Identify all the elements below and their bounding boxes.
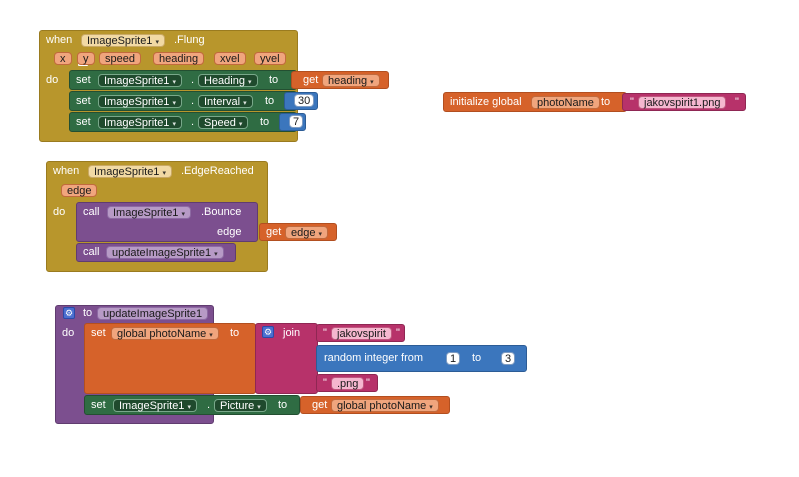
component-dropdown[interactable]: ImageSprite1▾ bbox=[107, 206, 191, 219]
dot-separator: . bbox=[191, 74, 195, 86]
random-integer-block[interactable] bbox=[316, 345, 527, 372]
chevron-down-icon: ▾ bbox=[172, 100, 176, 107]
property-dropdown[interactable]: Picture▾ bbox=[214, 399, 267, 412]
when-keyword: when bbox=[46, 34, 73, 46]
quote-close: " bbox=[366, 377, 370, 389]
procedure-dropdown[interactable]: updateImageSprite1▾ bbox=[106, 246, 224, 259]
to-keyword: to bbox=[601, 96, 611, 108]
chevron-down-icon: ▾ bbox=[247, 79, 252, 86]
set-keyword: set bbox=[91, 327, 106, 339]
param-x[interactable]: x bbox=[54, 52, 72, 65]
set-keyword: set bbox=[91, 399, 106, 411]
property-dropdown[interactable]: Interval▾ bbox=[198, 95, 253, 108]
set-keyword: set bbox=[76, 95, 91, 107]
do-keyword: do bbox=[53, 206, 66, 218]
component-dropdown[interactable]: ImageSprite1▾ bbox=[81, 34, 165, 47]
component-dropdown[interactable]: ImageSprite1▾ bbox=[98, 95, 182, 108]
quote-close: " bbox=[735, 96, 739, 108]
dot-separator: . bbox=[207, 399, 211, 411]
chevron-down-icon: ▾ bbox=[318, 231, 322, 238]
quote-close: " bbox=[396, 327, 400, 339]
component-dropdown[interactable]: ImageSprite1▾ bbox=[98, 116, 182, 129]
text-value-field[interactable]: jakovspirit bbox=[331, 327, 392, 340]
event-name: .EdgeReached bbox=[181, 165, 254, 177]
property-dropdown[interactable]: Speed▾ bbox=[198, 116, 249, 129]
call-bounce-block[interactable] bbox=[76, 202, 258, 242]
chevron-down-icon: ▾ bbox=[181, 211, 185, 218]
chevron-down-icon: ▾ bbox=[172, 79, 176, 86]
set-keyword: set bbox=[76, 116, 91, 128]
param-y[interactable]: y bbox=[77, 52, 95, 65]
chevron-down-icon: ▾ bbox=[238, 121, 243, 128]
method-name: .Bounce bbox=[201, 206, 242, 218]
variable-dropdown[interactable]: global photoName▾ bbox=[331, 399, 439, 412]
when-keyword: when bbox=[53, 165, 80, 177]
chevron-down-icon: ▾ bbox=[209, 332, 213, 339]
variable-dropdown[interactable]: edge▾ bbox=[285, 226, 328, 239]
text-value-field[interactable]: jakovspirit1.png bbox=[638, 96, 727, 109]
to-keyword: to bbox=[230, 327, 240, 339]
param-yvel[interactable]: yvel bbox=[254, 52, 286, 65]
to-keyword: to bbox=[472, 352, 482, 364]
do-keyword: do bbox=[46, 74, 59, 86]
chevron-down-icon: ▾ bbox=[214, 251, 218, 258]
global-name-field[interactable]: photoName bbox=[531, 96, 600, 109]
param-xvel[interactable]: xvel bbox=[214, 52, 246, 65]
param-speed[interactable]: speed bbox=[99, 52, 141, 65]
random-integer-label: random integer from bbox=[324, 352, 424, 364]
initialize-global-label: initialize global bbox=[450, 96, 522, 108]
variable-dropdown[interactable]: heading▾ bbox=[322, 74, 380, 87]
global-variable-dropdown[interactable]: global photoName▾ bbox=[111, 327, 219, 340]
quote-open: " bbox=[630, 96, 634, 108]
call-keyword: call bbox=[83, 206, 100, 218]
call-keyword: call bbox=[83, 246, 100, 258]
component-dropdown[interactable]: ImageSprite1▾ bbox=[88, 165, 172, 178]
chevron-down-icon: ▾ bbox=[370, 79, 374, 86]
set-keyword: set bbox=[76, 74, 91, 86]
chevron-down-icon: ▾ bbox=[155, 39, 159, 46]
random-from-field[interactable]: 1 bbox=[446, 352, 461, 365]
param-edge[interactable]: edge bbox=[61, 184, 98, 197]
chevron-down-icon: ▾ bbox=[172, 121, 176, 128]
dot-separator: . bbox=[191, 95, 195, 107]
chevron-down-icon: ▾ bbox=[429, 404, 433, 411]
chevron-down-icon: ▾ bbox=[187, 404, 191, 411]
number-field[interactable]: 30 bbox=[294, 94, 315, 107]
do-keyword: do bbox=[62, 327, 75, 339]
param-heading[interactable]: heading bbox=[153, 52, 205, 65]
get-keyword: get bbox=[303, 74, 319, 86]
chevron-down-icon: ▾ bbox=[243, 100, 247, 107]
to-keyword: to bbox=[260, 116, 270, 128]
event-name: .Flung bbox=[174, 34, 205, 46]
dot-separator: . bbox=[191, 116, 195, 128]
number-field[interactable]: 7 bbox=[289, 115, 304, 128]
quote-open: " bbox=[323, 377, 327, 389]
gear-icon[interactable]: ⚙ bbox=[262, 326, 274, 338]
quote-open: " bbox=[323, 327, 327, 339]
to-keyword: to bbox=[83, 307, 93, 319]
text-value-field[interactable]: .png bbox=[331, 377, 365, 390]
component-dropdown[interactable]: ImageSprite1▾ bbox=[113, 399, 197, 412]
to-keyword: to bbox=[278, 399, 288, 411]
to-keyword: to bbox=[265, 95, 275, 107]
get-keyword: get bbox=[312, 399, 328, 411]
chevron-down-icon: ▾ bbox=[257, 404, 261, 411]
random-to-field[interactable]: 3 bbox=[501, 352, 516, 365]
procedure-name-field[interactable]: updateImageSprite1 bbox=[97, 307, 209, 320]
gear-icon[interactable]: ⚙ bbox=[63, 307, 75, 319]
to-keyword: to bbox=[269, 74, 279, 86]
chevron-down-icon: ▾ bbox=[162, 170, 166, 177]
join-keyword: join bbox=[283, 327, 301, 339]
component-dropdown[interactable]: ImageSprite1▾ bbox=[98, 74, 182, 87]
edge-arg-label: edge bbox=[217, 226, 242, 238]
property-dropdown[interactable]: Heading▾ bbox=[198, 74, 258, 87]
get-keyword: get bbox=[266, 226, 282, 238]
